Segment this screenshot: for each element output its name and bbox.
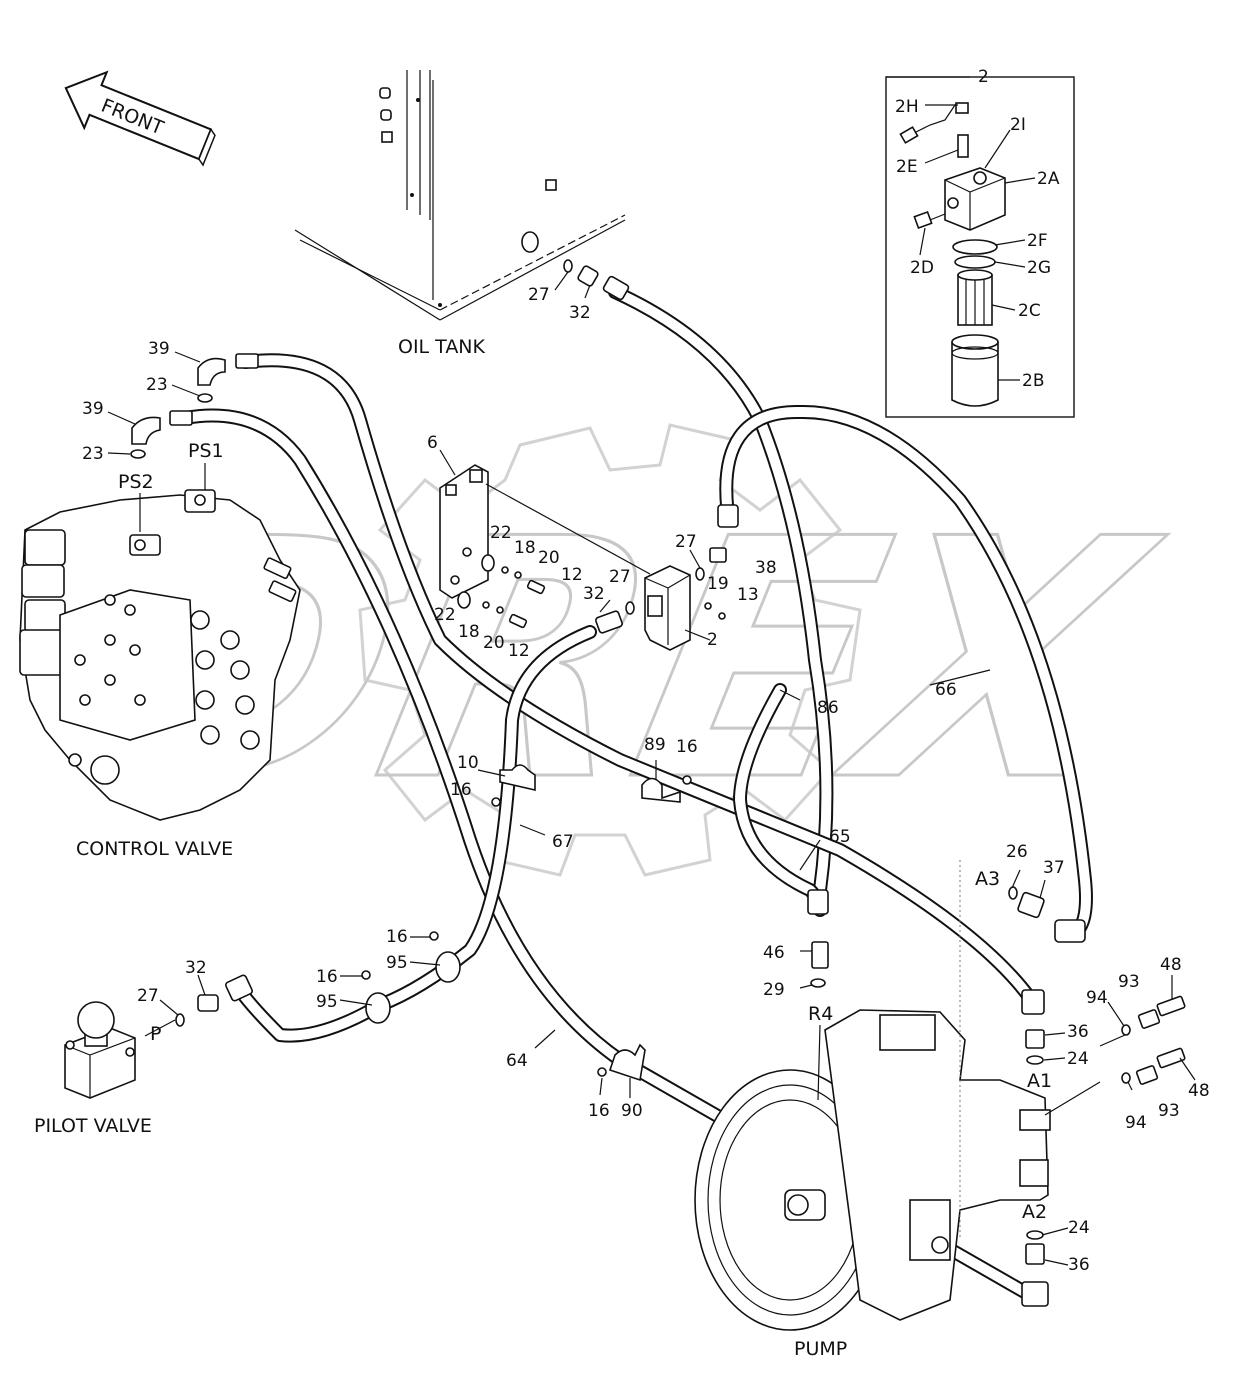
oil-tank: OIL TANK (294, 70, 626, 358)
callout: 16 (316, 967, 338, 987)
callout: 93 (1158, 1101, 1180, 1121)
callout: 26 (1006, 842, 1028, 862)
callout: 94 (1086, 988, 1108, 1008)
fittings (130, 259, 1186, 1307)
callout: 95 (386, 953, 408, 973)
callout: 38 (755, 558, 777, 578)
callout: 64 (506, 1051, 528, 1071)
callout: 13 (737, 585, 759, 605)
inset-label-2d: 2D (910, 258, 934, 278)
callout: 16 (386, 927, 408, 947)
callout: 23 (82, 444, 104, 464)
callout: 39 (148, 339, 170, 359)
filter-inset: 2 2H 2I (885, 67, 1075, 418)
callout: 86 (817, 698, 839, 718)
callout: 27 (528, 285, 550, 305)
inset-label-2b: 2B (1022, 371, 1044, 391)
callout: 90 (621, 1101, 643, 1121)
callout: 16 (676, 737, 698, 757)
callout: 67 (552, 832, 574, 852)
callout: 37 (1043, 858, 1065, 878)
callout: 19 (707, 574, 729, 594)
callout: 65 (829, 827, 851, 847)
callout: 12 (561, 565, 583, 585)
callout: 89 (644, 735, 666, 755)
callout: 66 (935, 680, 957, 700)
callout: 22 (434, 605, 456, 625)
inset-label-2a: 2A (1037, 169, 1060, 189)
callout: 32 (583, 584, 605, 604)
inset-label-2h: 2H (895, 97, 919, 117)
pilot-valve: P PILOT VALVE (34, 1001, 176, 1137)
callout: 10 (457, 753, 479, 773)
callout: 36 (1068, 1255, 1090, 1275)
callout: 12 (508, 641, 530, 661)
pump: R4 A1 A2 A3 PUMP (694, 860, 1101, 1360)
inset-label-2e: 2E (896, 157, 918, 177)
inset-label-2i: 2I (1010, 115, 1026, 135)
port-p: P (150, 1023, 161, 1045)
callout: 29 (763, 980, 785, 1000)
callout: 95 (316, 992, 338, 1012)
port-a2: A2 (1022, 1201, 1047, 1223)
callout: 16 (450, 780, 472, 800)
callout: 24 (1067, 1049, 1089, 1069)
callout: 22 (490, 523, 512, 543)
callout: 39 (82, 399, 104, 419)
filter-bracket (439, 464, 726, 651)
port-r4: R4 (808, 1003, 833, 1025)
control-valve-label: CONTROL VALVE (76, 838, 233, 860)
control-valve: CONTROL VALVE PS1 PS2 (19, 440, 301, 860)
callout: 36 (1067, 1022, 1089, 1042)
callout: 6 (427, 433, 438, 453)
inset-label-2f: 2F (1027, 231, 1048, 251)
front-arrow: FRONT (64, 70, 216, 167)
inset-label-2g: 2G (1027, 258, 1051, 278)
callout: 46 (763, 943, 785, 963)
callout: 32 (569, 303, 591, 323)
callout: 2 (707, 630, 718, 650)
inset-label-2c: 2C (1018, 301, 1041, 321)
clamps (361, 764, 692, 1082)
port-ps1: PS1 (188, 440, 224, 462)
callout: 24 (1068, 1218, 1090, 1238)
callout: 27 (609, 567, 631, 587)
port-a3: A3 (975, 868, 1000, 890)
callout: 48 (1188, 1081, 1210, 1101)
callout: 20 (538, 548, 560, 568)
oil-tank-label: OIL TANK (398, 336, 486, 358)
callout: 23 (146, 375, 168, 395)
callout: 32 (185, 958, 207, 978)
pilot-valve-label: PILOT VALVE (34, 1115, 152, 1137)
callout: 16 (588, 1101, 610, 1121)
port-ps2: PS2 (118, 471, 154, 493)
callout-labels: 27 32 39 23 39 23 6 22 18 20 12 22 18 20… (82, 285, 1210, 1275)
callout: 48 (1160, 955, 1182, 975)
callout: 27 (137, 986, 159, 1006)
port-a1: A1 (1027, 1070, 1052, 1092)
callout: 94 (1125, 1113, 1147, 1133)
callout: 20 (483, 633, 505, 653)
pump-label: PUMP (794, 1338, 847, 1360)
callout: 18 (514, 538, 536, 558)
inset-title: 2 (978, 67, 989, 87)
callout: 27 (675, 532, 697, 552)
callout: 18 (458, 622, 480, 642)
leader-lines (107, 271, 1196, 1266)
callout: 93 (1118, 972, 1140, 992)
